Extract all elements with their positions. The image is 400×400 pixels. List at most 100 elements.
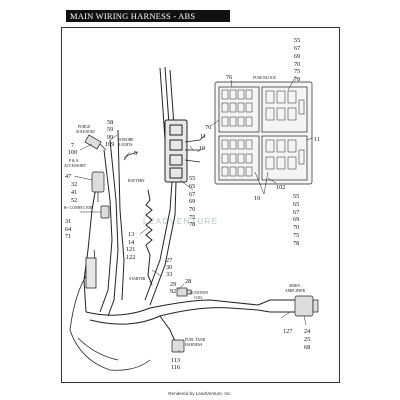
svg-text:64: 64 bbox=[65, 226, 71, 233]
label-purge-solenoid: PURGE SOLENOID bbox=[76, 125, 95, 134]
callout-29-92: 29 92 bbox=[170, 281, 176, 295]
svg-text:AMPLIFIER: AMPLIFIER bbox=[285, 289, 306, 293]
svg-text:33: 33 bbox=[166, 271, 172, 278]
fuel-tank-connector bbox=[171, 339, 185, 353]
svg-text:78: 78 bbox=[294, 76, 300, 83]
svg-text:71: 71 bbox=[65, 233, 71, 240]
svg-text:70: 70 bbox=[294, 61, 300, 68]
footer-credit: Rendered by LeadVenture, Inc. bbox=[168, 391, 232, 396]
ignition-coil-connector bbox=[176, 287, 192, 297]
svg-text:67: 67 bbox=[293, 209, 299, 216]
purge-solenoid-connector bbox=[84, 134, 107, 151]
svg-text:55: 55 bbox=[293, 193, 299, 200]
svg-text:67: 67 bbox=[189, 191, 195, 198]
page-title: MAIN WIRING HARNESS - ABS BRAKES bbox=[66, 10, 230, 33]
label-battery: BATTERY bbox=[128, 179, 145, 183]
svg-text:122: 122 bbox=[126, 254, 135, 261]
callout-31-group: 31 64 71 bbox=[65, 218, 71, 240]
callout-127: 127 bbox=[283, 328, 292, 335]
svg-text:92: 92 bbox=[170, 288, 176, 295]
svg-text:75: 75 bbox=[294, 68, 300, 75]
svg-text:116: 116 bbox=[171, 364, 180, 371]
callout-76-top: 76 bbox=[226, 74, 232, 81]
svg-text:PURGE: PURGE bbox=[78, 125, 91, 129]
diagram-frame bbox=[61, 27, 340, 383]
svg-text:52: 52 bbox=[71, 197, 77, 204]
label-ignition-coil: IGNITION COIL bbox=[191, 291, 208, 300]
siren-amplifier-connector bbox=[294, 295, 319, 317]
callout-11-right: 11 bbox=[314, 136, 320, 143]
svg-text:70: 70 bbox=[189, 206, 195, 213]
svg-text:75: 75 bbox=[293, 232, 299, 239]
label-fuel-tank-harness: FUEL TANK HARNESS bbox=[185, 338, 206, 347]
label-strobe-lights: STROBE LIGHTS bbox=[119, 138, 134, 147]
callout-55-top-group: 55 67 69 70 75 78 bbox=[294, 37, 300, 83]
callout-5: 5 bbox=[134, 150, 137, 157]
callout-28: 28 bbox=[185, 278, 191, 285]
callout-7-100: 7 100 bbox=[68, 142, 77, 156]
callout-55-right-group: 55 65 67 69 70 75 78 bbox=[293, 193, 299, 247]
svg-text:69: 69 bbox=[189, 198, 195, 205]
svg-text:55: 55 bbox=[294, 37, 300, 44]
svg-text:7: 7 bbox=[71, 142, 74, 149]
callout-10-fuse: 10 bbox=[254, 195, 260, 202]
svg-text:HARNESS: HARNESS bbox=[185, 343, 202, 347]
svg-text:78: 78 bbox=[189, 221, 195, 228]
pa-accessory-connector bbox=[91, 171, 105, 202]
label-pa-accessory: P & A ACCESSORY bbox=[64, 159, 86, 168]
svg-text:14: 14 bbox=[128, 239, 134, 246]
callout-13-group: 13 14 121 122 bbox=[126, 231, 135, 261]
svg-text:59: 59 bbox=[107, 126, 113, 133]
svg-text:121: 121 bbox=[126, 246, 135, 253]
callout-47: 47 bbox=[65, 173, 71, 180]
callout-55-mid-group: 55 65 67 69 70 75 78 bbox=[189, 175, 195, 228]
svg-text:58: 58 bbox=[107, 119, 113, 126]
callout-24-group: 24 25 68 bbox=[304, 328, 310, 351]
svg-text:109: 109 bbox=[105, 141, 114, 148]
svg-text:55: 55 bbox=[189, 175, 195, 182]
svg-text:COIL: COIL bbox=[194, 296, 204, 300]
svg-text:78: 78 bbox=[293, 240, 299, 247]
label-starter: STARTER bbox=[129, 277, 146, 281]
left-leaders bbox=[73, 134, 307, 353]
callout-27-group: 27 30 33 bbox=[166, 257, 172, 278]
svg-text:67: 67 bbox=[294, 45, 300, 52]
harness-trunk bbox=[83, 66, 295, 349]
svg-text:32: 32 bbox=[71, 181, 77, 188]
label-b-plus-connector: B+ CONNECTOR bbox=[64, 206, 93, 210]
svg-text:SOLENOID: SOLENOID bbox=[76, 130, 95, 134]
svg-text:68: 68 bbox=[304, 344, 310, 351]
watermark: LEADVENTURE bbox=[143, 217, 219, 226]
b-plus-connector bbox=[100, 205, 110, 219]
svg-text:65: 65 bbox=[293, 201, 299, 208]
svg-text:99: 99 bbox=[107, 134, 113, 141]
svg-text:25: 25 bbox=[304, 336, 310, 343]
callout-32-group: 32 41 52 bbox=[71, 181, 77, 204]
callout-10: 10 bbox=[199, 145, 205, 152]
svg-text:70: 70 bbox=[293, 224, 299, 231]
frame-outline bbox=[69, 249, 151, 371]
svg-text:P & A: P & A bbox=[69, 159, 79, 163]
callout-113-116: 113 116 bbox=[171, 357, 180, 371]
callout-102: 102 bbox=[276, 184, 285, 191]
svg-text:29: 29 bbox=[170, 281, 176, 288]
svg-text:STROBE: STROBE bbox=[119, 138, 134, 142]
svg-text:69: 69 bbox=[294, 53, 300, 60]
fuse-block bbox=[214, 81, 313, 185]
strobe-branch bbox=[123, 134, 206, 163]
fuse-block-leaders bbox=[210, 75, 313, 195]
callout-76-left: 76 bbox=[205, 124, 211, 131]
svg-text:IGNITION: IGNITION bbox=[191, 291, 208, 295]
svg-text:13: 13 bbox=[128, 231, 134, 238]
svg-text:100: 100 bbox=[68, 149, 77, 156]
svg-text:30: 30 bbox=[166, 264, 172, 271]
svg-text:LIGHTS: LIGHTS bbox=[119, 143, 133, 147]
svg-text:24: 24 bbox=[304, 328, 310, 335]
svg-text:31: 31 bbox=[65, 218, 71, 225]
svg-text:ACCESSORY: ACCESSORY bbox=[64, 164, 86, 168]
svg-text:69: 69 bbox=[293, 216, 299, 223]
svg-text:SIREN: SIREN bbox=[289, 284, 300, 288]
callout-11-left: 11 bbox=[200, 133, 206, 140]
